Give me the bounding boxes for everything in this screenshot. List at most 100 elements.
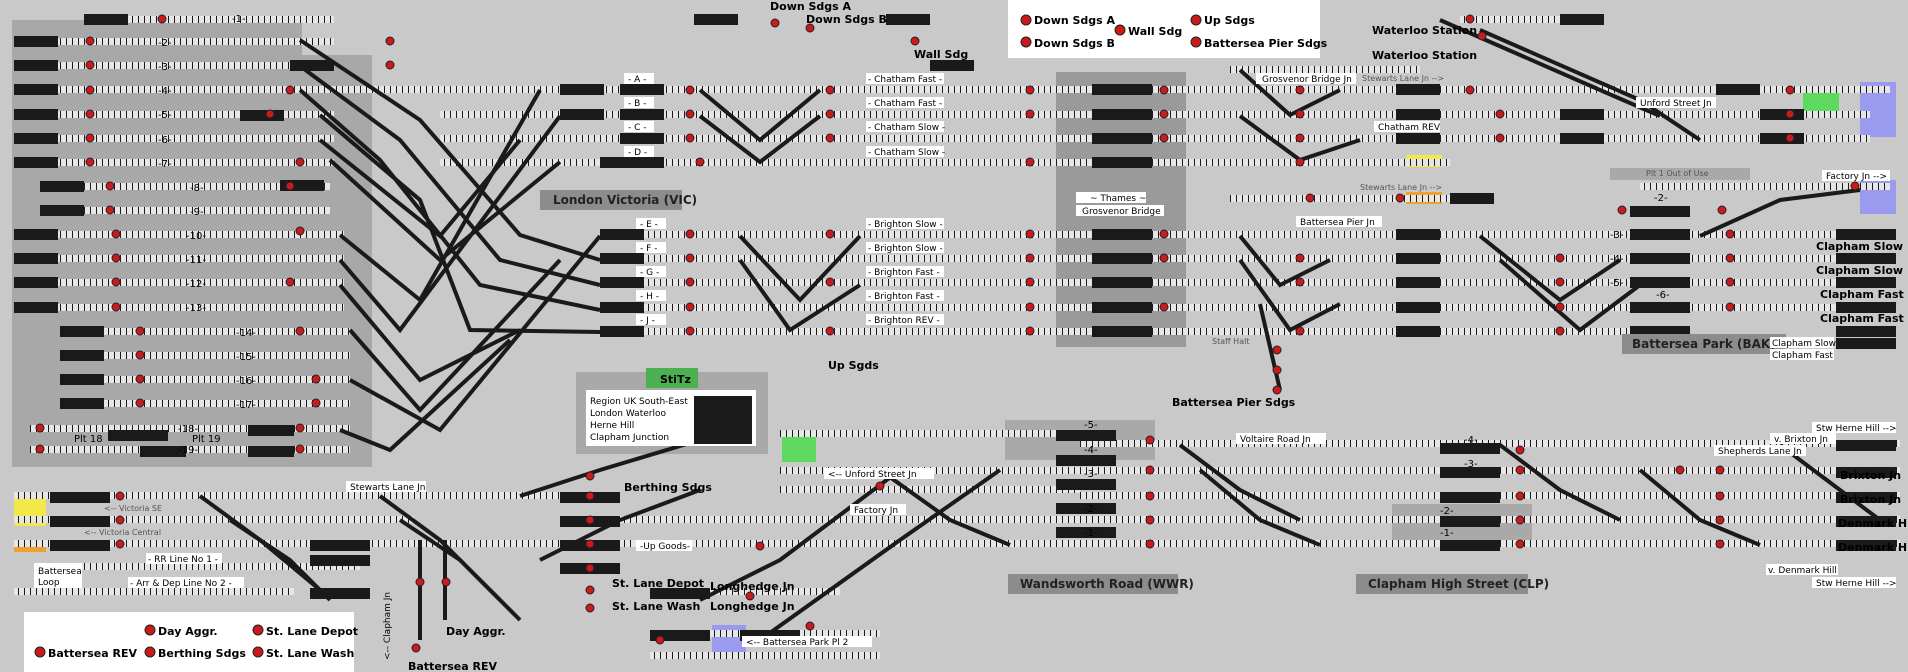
platform-numbers: -1- -2- -3- -4- -5- -6- -7- -8- -9- -10-… [74,14,256,456]
label-chatham-slow-2: - Chatham Slow - [868,148,945,158]
legend-top-box [1008,0,1320,58]
line-j: - J - [640,316,655,326]
label-voltaire-road-jn: Voltaire Road Jn [1240,435,1311,445]
area-battersea-park: Battersea Park (BAK) [1632,337,1776,351]
bak-platform-2: -2- [1654,193,1668,204]
label-unford-street-jn: Unford Street Jn [1640,99,1712,109]
bak-platform-6: -6- [1656,290,1670,301]
label-brighton-fast-1: - Brighton Fast - [868,268,940,278]
label-v-brixton-jn: v. Brixton Jn [1774,435,1828,445]
legend-up-sdgs: Up Sdgs [1204,14,1255,27]
legend-bottom-box [24,612,354,672]
area-victoria: London Victoria (VIC) [553,193,697,207]
legend-berthing-sdgs: Berthing Sdgs [158,647,246,660]
victoria-platform-tracks [14,16,350,453]
line-c: - C - [628,123,647,133]
heading-down-sdgs-a: Down Sdgs A [770,0,852,13]
heading-clapham-slow-1: Clapham Slow [1816,240,1903,253]
label-factory-jn-bottom: Factory Jn [854,506,898,516]
legend-st-lane-wash: St. Lane Wash [266,647,354,660]
label-v-denmark-hill: v. Denmark Hill [1768,566,1837,576]
platform-3-label: -3- [158,62,172,73]
label-up-goods: -Up Goods- [640,542,690,552]
label-victoria-central: <-- Victoria Central [84,528,161,537]
heading-st-lane-wash: St. Lane Wash [612,600,700,613]
label-brighton-slow-1: - Brighton Slow - [868,220,943,230]
platform-16-label: -16- [236,376,256,387]
label-stw-herne-hill-1: Stw Herne Hill --> [1816,424,1897,434]
heading-waterloo-1: Waterloo Station [1372,24,1477,37]
heading-clapham-fast-1: Clapham Fast [1820,288,1904,301]
stitz-row-region: Region UK South-East [590,397,688,407]
label-chatham-rev: Chatham REV [1378,123,1441,133]
plt-19-tag: Plt 19 [192,434,221,445]
label-shepherds-lane-jn: Shepherds Lane Jn [1718,447,1802,457]
platform-18-label: -18- [178,424,198,435]
label-clapham-slow-small: Clapham Slow [1772,339,1836,349]
platform-8-label: -8- [190,183,204,194]
label-battersea-loop-2: Loop [38,578,60,588]
platform-14-label: -14- [236,328,256,339]
heading-denmark-2: Denmark Hill [1838,541,1908,554]
bak-platform-5: -5- [1610,278,1624,289]
heading-longhedge-2: Longhedge Jn [710,600,795,613]
line-e: - E - [640,220,658,230]
label-staff-halt: Staff Halt [1212,337,1249,346]
heading-battersea-rev: Battersea REV [408,660,497,672]
route-labels: - Chatham Fast - - Chatham Fast - - Chat… [866,73,1890,361]
label-brighton-rev: - Brighton REV - [868,316,940,326]
clp-platform-2: -2- [1440,506,1454,517]
clp-platform-1: -1- [1440,528,1454,539]
label-battersea-loop-1: Battersea [38,567,82,577]
bak-platform-panel [1610,168,1750,180]
plt-18-tag: Plt 18 [74,434,103,445]
area-clapham-high-street: Clapham High Street (CLP) [1368,577,1549,591]
label-stw-herne-hill-2: Stw Herne Hill --> [1816,579,1897,589]
bak-platform-4: -4- [1610,254,1624,265]
clp-platform-4: -4- [1464,435,1478,446]
platform-11-label: -11- [186,255,206,266]
label-factory-jn-top: Factory Jn --> [1826,172,1887,182]
heading-clapham-fast-2: Clapham Fast [1820,312,1904,325]
heading-longhedge-1: Longhedge Jn [710,580,795,593]
stitz-title: StiTz [660,373,691,386]
line-d: - D - [628,148,647,158]
clp-platform-3: -3- [1464,459,1478,470]
legend-down-sdgs-b: Down Sdgs B [1034,37,1115,50]
grosvenor-bridge-label: Grosvenor Bridge [1082,207,1161,217]
stitz-row-waterloo: London Waterloo [590,409,666,419]
wwr-platform-3: -3- [1084,469,1098,480]
legend-down-sdgs-a: Down Sdgs A [1034,14,1116,27]
heading-day-aggr: Day Aggr. [446,625,506,638]
heading-st-lane-depot: St. Lane Depot [612,577,704,590]
line-a: - A - [628,75,646,85]
legend-battersea-rev: Battersea REV [48,647,137,660]
legend-st-lane-depot: St. Lane Depot [266,625,358,638]
junction-crossovers-lower [198,438,1882,642]
label-rr-line: - RR Line No 1 - [148,555,218,565]
platform-17-label: -17- [236,400,256,411]
legend-battersea-pier-sdgs: Battersea Pier Sdgs [1204,37,1328,50]
platform-13-label: -13- [186,303,206,314]
heading-up-sgds: Up Sgds [828,359,879,372]
junction-crossovers-upper [298,18,1861,453]
label-clapham-jn: <-- Clapham Jn [383,592,393,660]
label-clapham-fast-small: Clapham Fast [1772,351,1833,361]
platform-5-label: -5- [158,110,172,121]
platform-2-label: -2- [158,38,172,49]
label-chatham-fast-1: - Chatham Fast - [868,75,942,85]
platform-7-label: -7- [158,159,172,170]
label-victoria-se: <-- Victoria SE [104,504,162,513]
platform-12-label: -12- [186,279,206,290]
platform-19-label: -19- [178,445,198,456]
platform-6-label: -6- [158,135,172,146]
wwr-platform-1: -1- [1084,528,1098,539]
label-stewarts-lane-jn: Stewarts Lane Jn [350,483,425,493]
heading-waterloo-2: Waterloo Station [1372,49,1477,62]
wwr-platform-4: -4- [1084,445,1098,456]
heading-wall-sdg: Wall Sdg [914,48,968,61]
wwr-platform-2: -2- [1084,504,1098,515]
legend-day-aggr: Day Aggr. [158,625,218,638]
heading-berthing-sdgs: Berthing Sdgs [624,481,712,494]
